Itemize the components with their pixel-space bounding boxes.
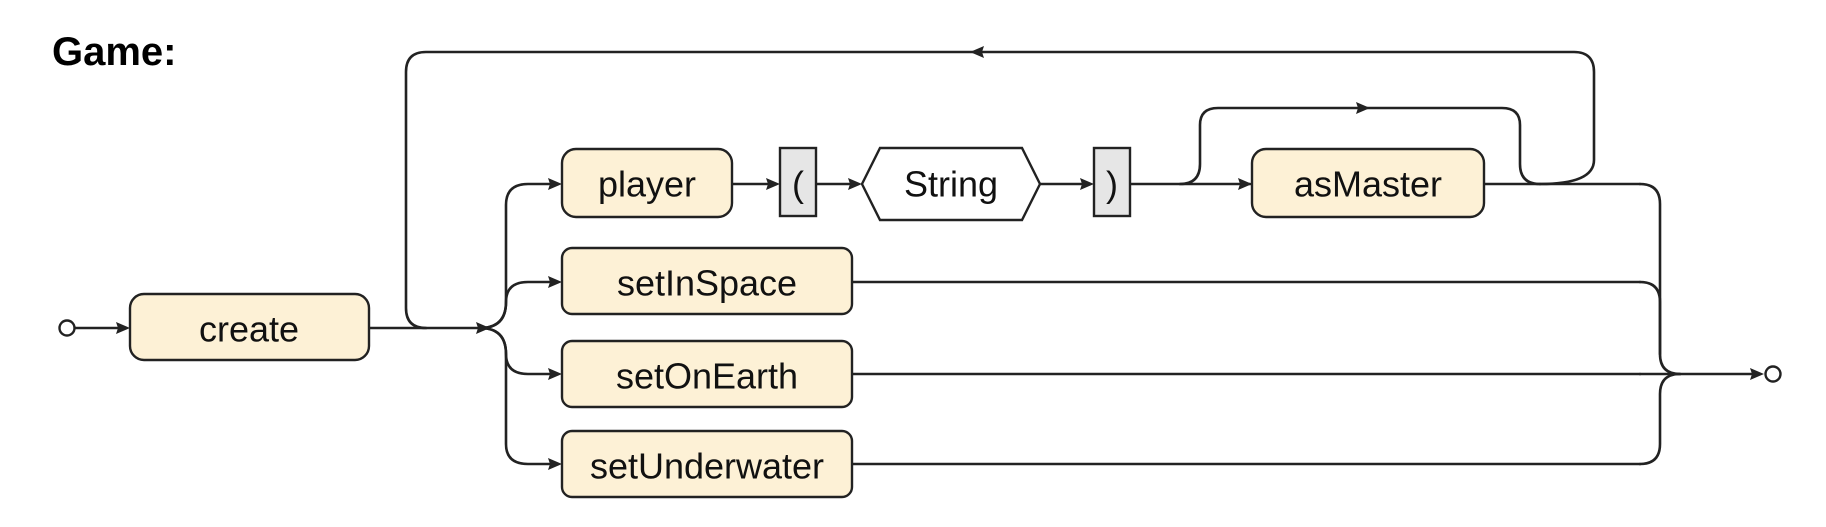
- asmaster-label: asMaster: [1294, 164, 1442, 205]
- node-string: String: [860, 146, 1042, 222]
- wire-merge-player: [1638, 182, 1682, 376]
- node-setunderwater: setUnderwater: [560, 429, 854, 499]
- arrow-into-string: [848, 178, 862, 190]
- create-label: create: [199, 309, 299, 350]
- wire-merge-setinspace: [1638, 280, 1662, 356]
- start-terminal: [58, 319, 76, 337]
- setonearth-label: setOnEarth: [616, 356, 798, 397]
- node-player: player: [560, 147, 734, 219]
- node-create: create: [128, 292, 371, 362]
- node-setinspace: setInSpace: [560, 246, 854, 316]
- close-paren-box: [1092, 146, 1132, 218]
- wire-merge-setunderwater: [1638, 372, 1682, 466]
- end-terminal: [1764, 365, 1782, 383]
- wire-branch-setinspace: [478, 280, 560, 330]
- arrow-into-player: [548, 178, 562, 190]
- player-box: [560, 147, 734, 219]
- open-paren-box: [778, 146, 818, 218]
- open-paren-label: (: [792, 164, 804, 205]
- arrow-loop-back: [970, 46, 984, 58]
- node-setonearth: setOnEarth: [560, 339, 854, 409]
- close-paren-label: ): [1106, 164, 1118, 205]
- wire-branch-setonearth: [478, 326, 560, 376]
- setonearth-box: [560, 339, 854, 409]
- player-label: player: [598, 164, 696, 205]
- wires: [73, 50, 1762, 466]
- setinspace-label: setInSpace: [617, 263, 797, 304]
- arrow-into-open-paren: [766, 178, 780, 190]
- string-label: String: [904, 164, 998, 205]
- setunderwater-box: [560, 429, 854, 499]
- wire-branch-player: [478, 182, 560, 330]
- diagram-title: Game:: [52, 30, 177, 74]
- node-open-paren: (: [778, 146, 818, 218]
- wire-loop-back: [404, 50, 1596, 330]
- arrow-into-junction: [476, 322, 490, 334]
- arrow-bypass: [1356, 102, 1370, 114]
- wire-branch-setunderwater: [478, 326, 560, 466]
- arrow-into-create: [116, 322, 130, 334]
- arrow-into-setinspace: [548, 276, 562, 288]
- arrow-into-close-paren: [1080, 178, 1094, 190]
- create-box: [128, 292, 371, 362]
- setinspace-box: [560, 246, 854, 316]
- arrow-into-asmaster: [1238, 178, 1252, 190]
- node-asmaster: asMaster: [1250, 147, 1486, 219]
- node-close-paren: ): [1092, 146, 1132, 218]
- arrow-into-end: [1750, 368, 1764, 380]
- arrowheads: [116, 46, 1764, 470]
- string-box: [860, 146, 1042, 222]
- arrow-into-setonearth: [548, 368, 562, 380]
- setunderwater-label: setUnderwater: [590, 446, 824, 487]
- arrow-into-setunderwater: [548, 458, 562, 470]
- asmaster-box: [1250, 147, 1486, 219]
